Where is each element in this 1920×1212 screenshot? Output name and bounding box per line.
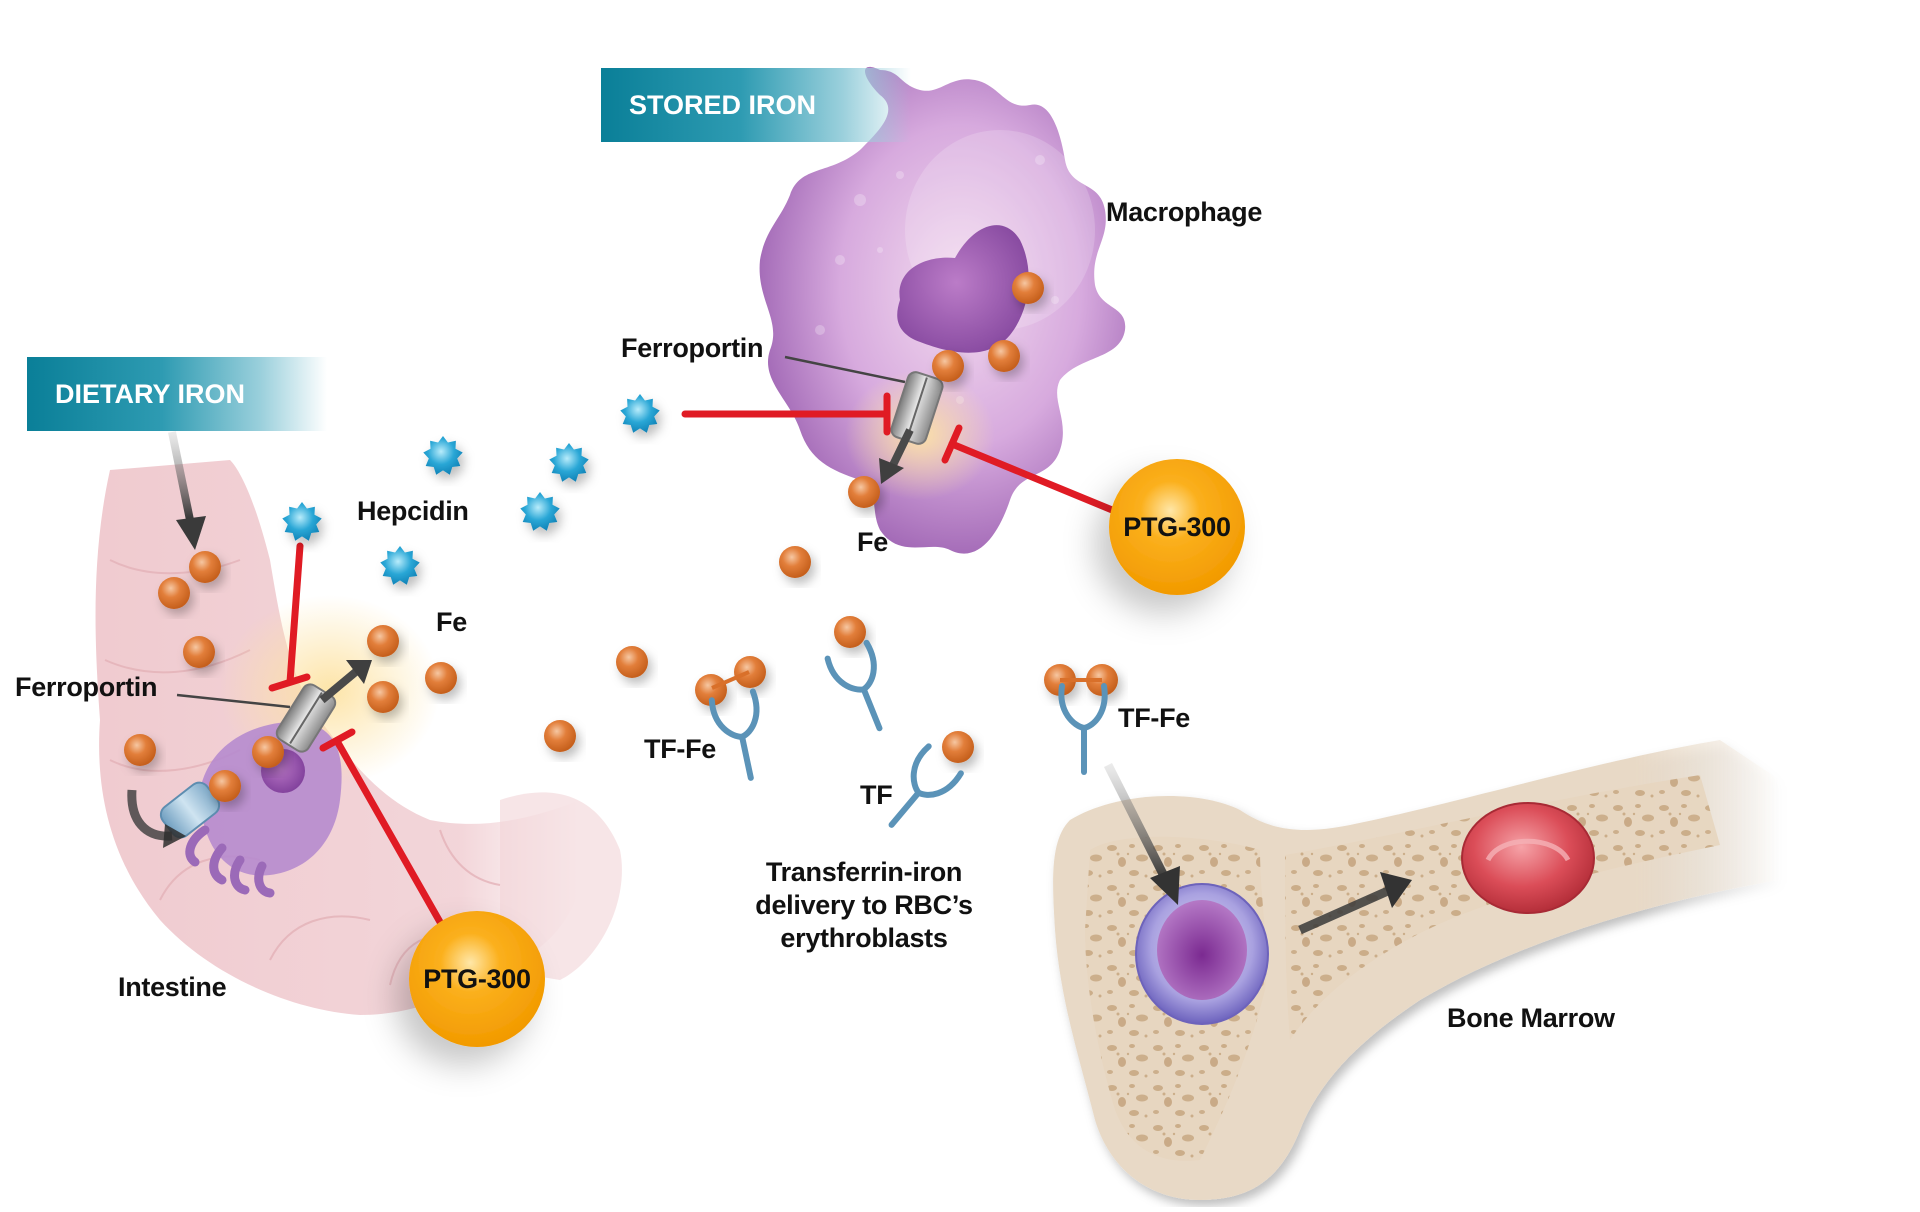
ptg300-label-left: PTG-300 [423,964,531,994]
iron-atom-icon [616,646,648,678]
iron-atom-icon [183,636,215,668]
macrophage-label: Macrophage [1106,197,1263,227]
tf-single-fe-icon [888,743,964,828]
tf-fe-label-left: TF-Fe [644,734,716,764]
iron-atom-icon [695,674,727,706]
ferroportin-leader-line-intestine [176,693,291,709]
ptg300-label-right: PTG-300 [1123,512,1231,542]
ptg300-inhibits-intestine-ferroportin [333,737,444,926]
dietary-iron-arrow-icon [168,431,206,550]
export-arrow-macrophage-icon [879,428,914,484]
iron-atom-icon [734,656,766,688]
hepcidin-star-icon [520,492,560,531]
tf-fe-left-icon [708,688,760,781]
iron-atom-icon [367,625,399,657]
hepcidin-star-icon [549,443,589,482]
hepcidin-molecules [282,394,660,585]
iron-atom-icon [848,476,880,508]
bone-marrow-label: Bone Marrow [1447,1003,1615,1033]
iron-atom-icon [124,734,156,766]
erythroblast-to-rbc-arrow-icon [1298,872,1412,935]
dietary-iron-banner: DIETARY IRON [27,357,327,431]
iron-atom-icon [988,340,1020,372]
tf-fe-label-right: TF-Fe [1118,703,1190,733]
iron-atom-icon [189,551,221,583]
tf-fe-right-icon [1058,683,1108,775]
iron-atom-icon [942,731,974,763]
tf-empty-top-icon [824,639,883,732]
ptg300-inhibits-macrophage-ferroportin [948,440,1121,516]
fe-label-intestine: Fe [436,607,467,637]
ptg300-right [1109,459,1245,595]
stored-iron-label: STORED IRON [629,89,817,120]
ferroportin-leader-line-macrophage [784,355,906,384]
transferrin-delivery-label: Transferrin-iron delivery to RBC’s eryth… [714,856,1014,955]
transferrin-line-1: Transferrin-iron [765,857,963,887]
iron-atom-icon [425,662,457,694]
iron-atom-icon [209,770,241,802]
transferrin-line-3: erythroblasts [780,923,948,953]
hepcidin-star-icon [620,394,660,433]
export-arrow-intestine-icon [319,660,372,704]
hepcidin-inhibits-intestine-ferroportin [286,542,304,686]
bone-marrow-illustration [1053,740,1780,1200]
iron-atom-icon [834,616,866,648]
tf-label: TF [860,780,893,810]
hepcidin-star-icon [282,502,322,541]
macrophage-nucleus [897,225,1029,353]
tf-to-erythroblast-arrow-icon [1103,762,1180,905]
erythroblast-cell [1135,883,1269,1025]
hepcidin-label: Hepcidin [357,496,469,526]
stored-iron-banner: STORED IRON [601,68,911,142]
iron-atom-icon [932,350,964,382]
red-blood-cell [1461,802,1595,914]
ferroportin-label-macrophage: Ferroportin [621,333,764,363]
iron-atom-icon [1012,272,1044,304]
dietary-iron-label: DIETARY IRON [55,378,246,409]
hepcidin-star-icon [380,546,420,585]
fe-label-macrophage: Fe [857,527,888,557]
ferroportin-macrophage-icon [890,371,944,445]
ferroportin-label-intestine: Ferroportin [15,672,158,702]
iron-atom-icon [367,681,399,713]
iron-atom-icon [252,736,284,768]
transferrin-line-2: delivery to RBC’s [755,890,973,920]
iron-bond-left [711,670,750,690]
iron-atoms [124,272,1118,802]
iron-atom-icon [779,546,811,578]
ferroportin-intestine-icon [275,683,337,753]
ptg300-left [409,911,545,1047]
transferrin-molecules [708,639,1108,828]
iron-atom-icon [544,720,576,752]
iron-atom-icon [158,577,190,609]
hepcidin-star-icon [423,436,463,475]
inhibition-lines [268,392,1121,926]
intestine-label: Intestine [118,972,227,1002]
